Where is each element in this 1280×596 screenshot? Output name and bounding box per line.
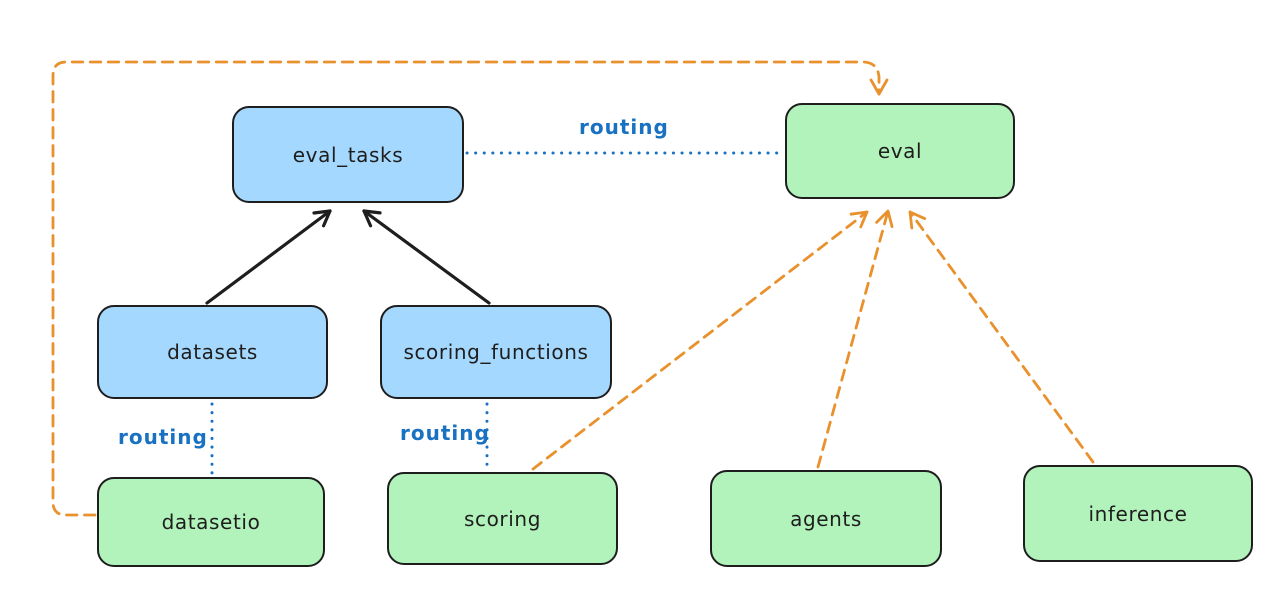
node-agents-label: agents (790, 506, 862, 531)
edge-scoring-to-eval (531, 210, 869, 471)
node-datasets: datasets (97, 305, 328, 399)
edge-scoring-functions-to-eval-tasks (362, 209, 491, 305)
node-eval-tasks: eval_tasks (232, 106, 464, 203)
node-datasetio: datasetio (97, 477, 325, 567)
node-agents: agents (710, 470, 942, 567)
node-scoring-functions: scoring_functions (380, 305, 612, 399)
node-eval-label: eval (877, 139, 923, 163)
node-scoring-functions-label: scoring_functions (403, 340, 589, 364)
node-scoring-label: scoring (463, 506, 541, 531)
node-datasetio-label: datasetio (161, 510, 261, 534)
routing-label-datasets: routing (118, 425, 208, 449)
edge-datasets-to-eval-tasks (205, 209, 332, 305)
node-eval: eval (785, 103, 1015, 199)
edge-datasetio-to-eval (51, 60, 889, 517)
node-inference: inference (1023, 465, 1253, 562)
edge-agents-to-eval (816, 209, 894, 469)
node-datasets-label: datasets (167, 340, 258, 364)
routing-label-top: routing (579, 115, 669, 139)
node-inference-label: inference (1088, 501, 1188, 526)
node-eval-tasks-label: eval_tasks (292, 142, 404, 167)
node-scoring: scoring (387, 472, 618, 565)
routing-label-scoring: routing (400, 421, 490, 445)
edge-inference-to-eval (908, 210, 1095, 464)
